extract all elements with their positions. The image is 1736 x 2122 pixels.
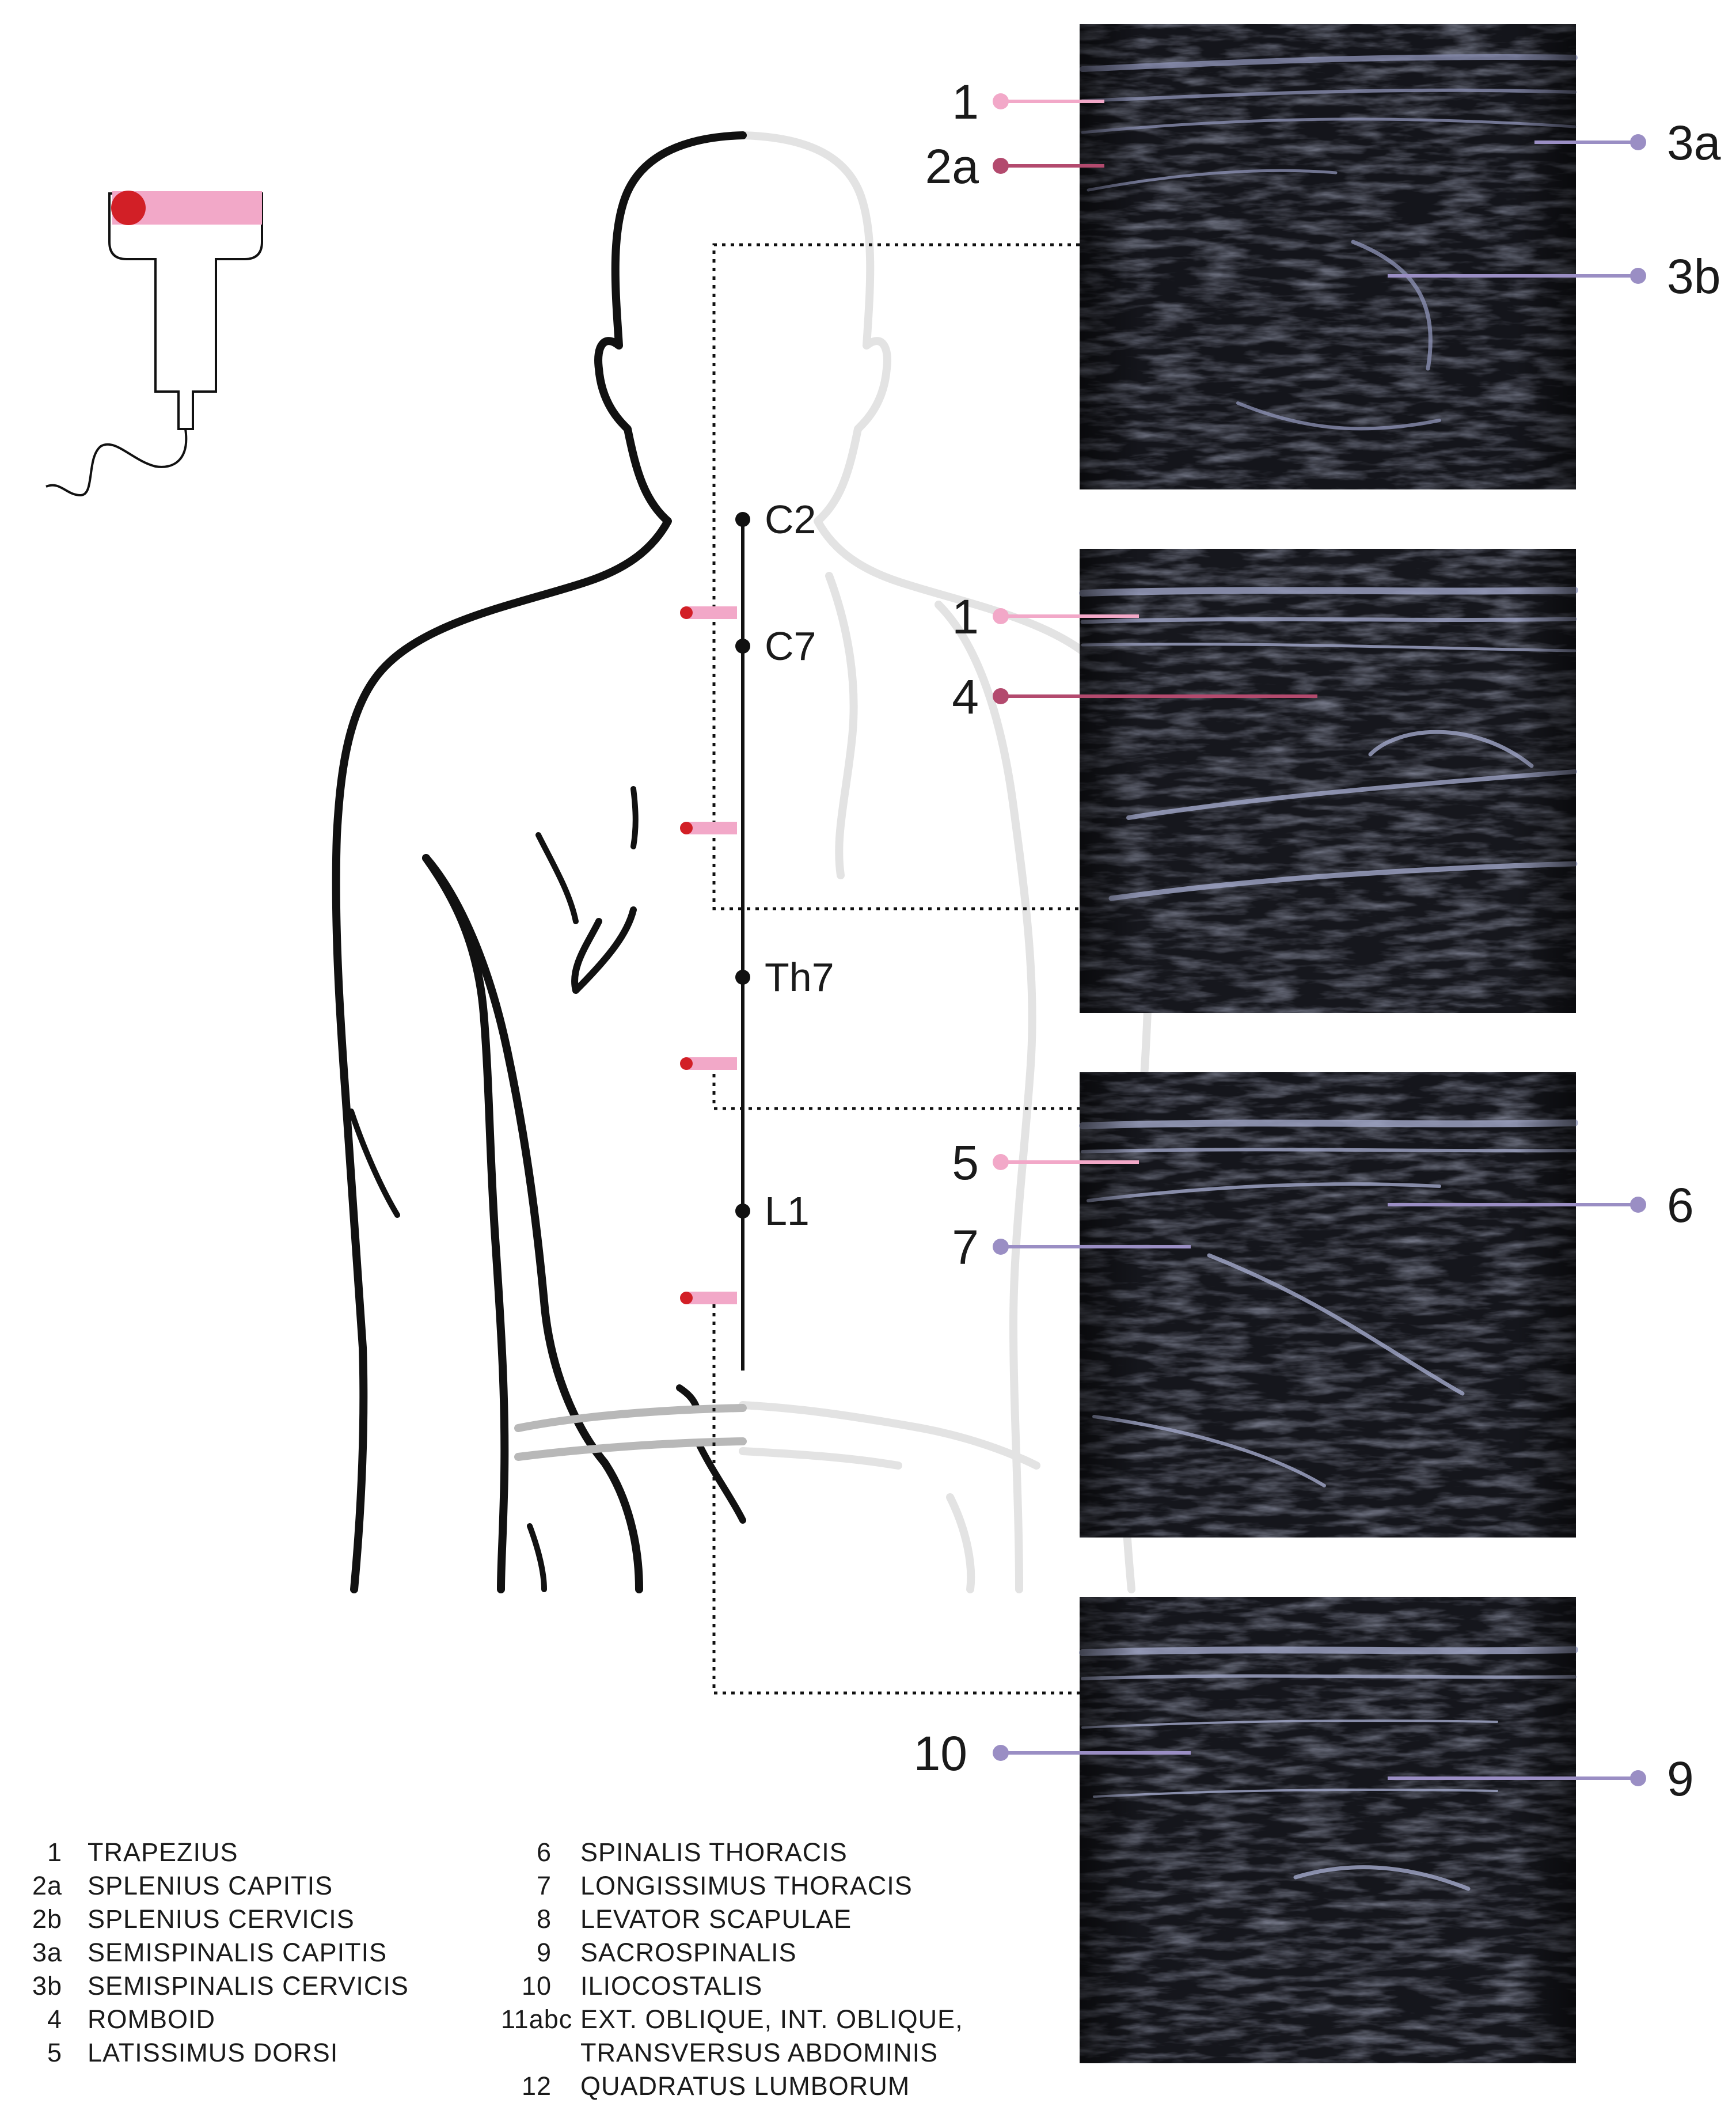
muscle-number-label: 1: [952, 75, 979, 129]
muscle-number-label: 4: [952, 670, 979, 724]
ultrasound-image-panel-4: [1079, 1597, 1578, 2063]
probe-marker-lumbar: [680, 1292, 737, 1304]
muscle-number-label: 3b: [1667, 249, 1720, 303]
muscle-number-label: 2a: [925, 139, 979, 193]
vertebra-dot-l1: [735, 1204, 750, 1218]
probe-marker-cervical: [680, 606, 737, 619]
vertebra-label-th7: Th7: [765, 955, 834, 1000]
muscle-number-label: 5: [952, 1136, 979, 1190]
callout-1-panel-1: 1: [952, 75, 1104, 129]
probe-position-markers: [680, 606, 737, 1304]
muscle-number-label: 9: [1667, 1752, 1694, 1806]
ultrasound-image-panel-2: [1079, 549, 1578, 1013]
dotted-connectors: [712, 243, 1111, 1695]
callout-7-panel-3: 7: [952, 1220, 1191, 1274]
callout-3a-panel-1: 3a: [1534, 116, 1721, 170]
waistband-lines: [514, 1404, 747, 1461]
callout-4-panel-2: 4: [952, 670, 1317, 724]
probe-marker-lower-thoracic: [680, 1057, 737, 1070]
probe-marker-upper-thoracic: [680, 822, 737, 834]
callout-10-panel-4: 10: [914, 1726, 1191, 1781]
callout-6-panel-3: 6: [1388, 1178, 1694, 1232]
vertebra-dot-th7: [735, 970, 750, 985]
callout-2a-panel-1: 2a: [925, 139, 1104, 193]
callout-5-panel-3: 5: [952, 1136, 1139, 1190]
vertebra-label-l1: L1: [765, 1189, 810, 1233]
connector-panel-3: [712, 1065, 1111, 1110]
muscle-number-label: 7: [952, 1220, 979, 1274]
vertebra-label-c7: C7: [765, 624, 816, 669]
vertebra-dot-c7: [735, 639, 750, 654]
callout-3b-panel-1: 3b: [1388, 249, 1720, 303]
connector-panel-1-2: [712, 243, 1111, 910]
body-outline-dark-half: [332, 131, 747, 1593]
ultrasound-image-panel-3: [1079, 1072, 1578, 1538]
ultrasound-probe-icon: [45, 191, 263, 497]
muscle-number-label: 1: [952, 590, 979, 644]
muscle-number-label: 10: [914, 1726, 967, 1781]
human-back-outline: [332, 131, 1153, 1593]
callout-1-panel-2: 1: [952, 590, 1139, 644]
vertebra-label-c2: C2: [765, 497, 816, 542]
muscle-number-label: 6: [1667, 1178, 1694, 1232]
callout-9-panel-4: 9: [1388, 1752, 1694, 1806]
ultrasound-image-panel-1: [1080, 24, 1578, 489]
muscle-number-label: 3a: [1667, 116, 1721, 170]
connector-panel-4: [712, 1304, 1111, 1695]
vertebra-dot-c2: [735, 512, 750, 527]
